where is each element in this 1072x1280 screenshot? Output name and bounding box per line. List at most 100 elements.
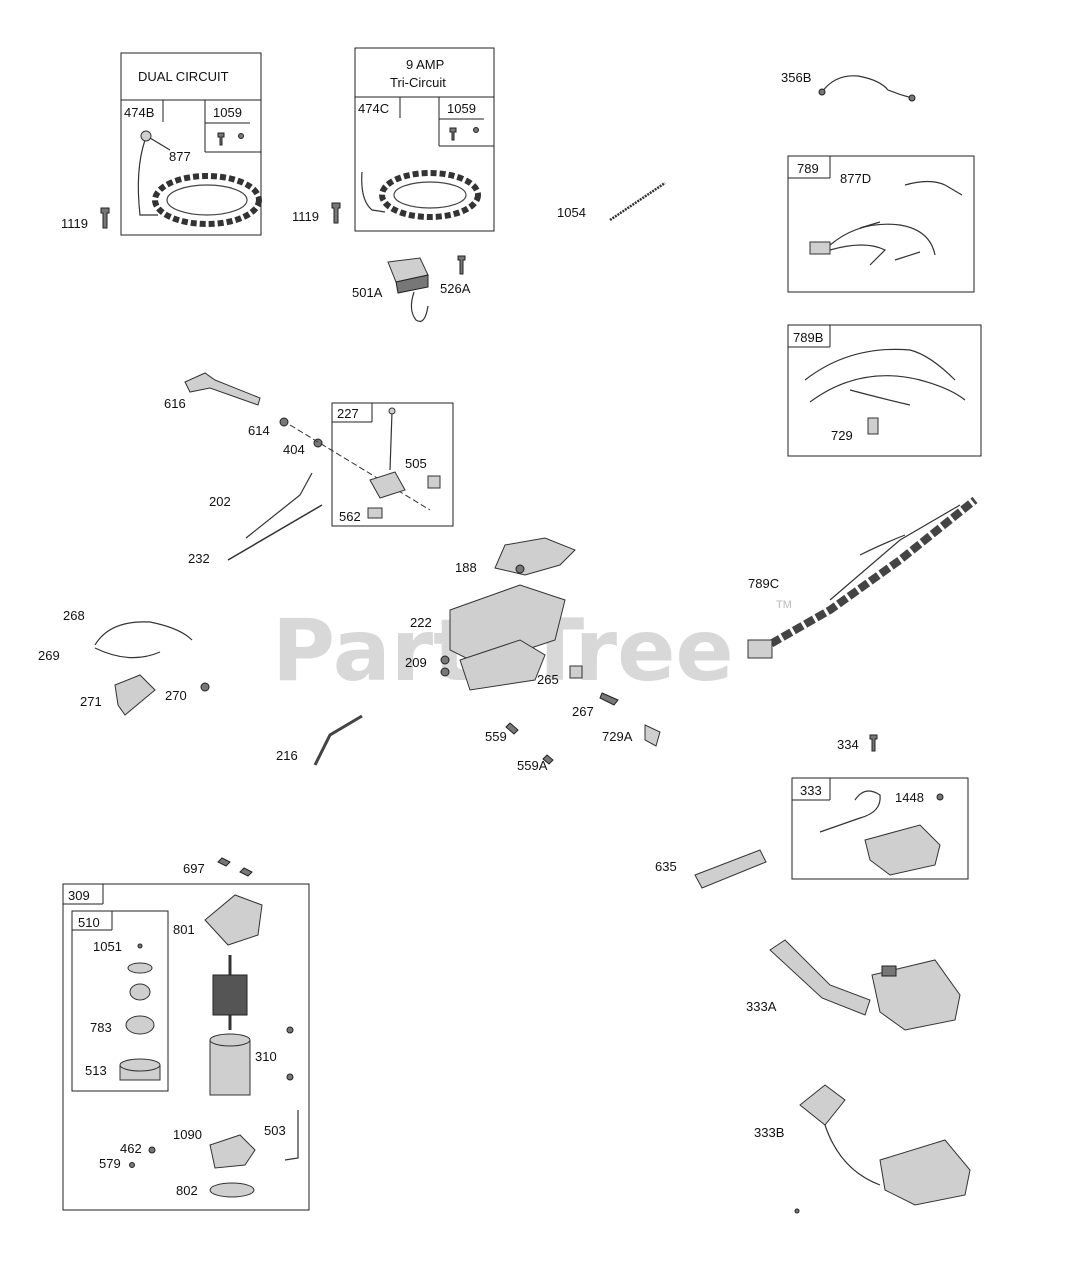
tag-227: 227	[337, 406, 359, 421]
label-1119-right: 1119	[292, 209, 319, 224]
screw-697-icon	[217, 857, 231, 867]
label-503: 503	[264, 1123, 286, 1138]
label-877: 877	[169, 149, 191, 164]
ignition-coil-kit-333-box[interactable]: 333 1448	[791, 777, 969, 880]
label-614: 614	[248, 423, 270, 438]
lever-kit-227-box[interactable]: 227 505 562	[331, 402, 454, 527]
label-267: 267	[572, 704, 594, 719]
screw-icon	[217, 132, 225, 146]
label-310: 310	[255, 1049, 277, 1064]
ignition-coil-333a[interactable]: 333A	[746, 939, 961, 1031]
rectifier-501a[interactable]: 501A	[352, 257, 429, 322]
tag-474c: 474C	[358, 101, 389, 116]
stator-lead-wire-icon	[361, 171, 386, 213]
washer-icon	[473, 127, 479, 133]
label-802: 802	[176, 1183, 198, 1198]
label-209: 209	[405, 655, 427, 670]
screw-267-icon	[599, 692, 619, 706]
label-729: 729	[831, 428, 853, 443]
washer-icon	[238, 133, 244, 139]
label-505: 505	[405, 456, 427, 471]
label-265: 265	[537, 672, 559, 687]
tag-510: 510	[78, 915, 100, 930]
stator-lead-wire-icon	[137, 139, 158, 216]
label-801: 801	[173, 922, 195, 937]
harness-kit-789-box[interactable]: 789 877D	[787, 155, 975, 293]
label-579: 579	[99, 1156, 121, 1171]
tag-1059-dual: 1059	[213, 105, 242, 120]
nut-265-icon	[569, 665, 583, 679]
label-334: 334	[837, 737, 859, 752]
label-404: 404	[283, 442, 305, 457]
screw-697-icon	[239, 867, 253, 877]
throttle-cable-268[interactable]: 268	[63, 608, 193, 659]
label-789c: 789C	[748, 576, 779, 591]
label-513: 513	[85, 1063, 107, 1078]
wire-tie-1054-icon	[609, 181, 666, 222]
link-rod-202-icon	[245, 472, 313, 539]
label-232: 232	[188, 551, 210, 566]
dual-circuit-kit-box[interactable]: DUAL CIRCUIT 474B 1059 877	[120, 52, 262, 236]
watermark-trademark: TM	[776, 599, 792, 611]
screw-559a-icon	[542, 754, 554, 765]
tag-333: 333	[800, 783, 822, 798]
screw-559-icon	[505, 722, 519, 735]
nut-270-icon	[200, 682, 210, 692]
label-783: 783	[90, 1020, 112, 1035]
harness-kit-789b-box[interactable]: 789B 729	[787, 324, 982, 457]
label-1054: 1054	[557, 205, 586, 220]
spring-216-icon	[313, 714, 363, 766]
clip-729a-icon	[644, 724, 661, 747]
label-559: 559	[485, 729, 507, 744]
alternator-stator-icon	[379, 170, 481, 220]
screw-icon	[449, 127, 457, 141]
screw-526a-icon	[457, 255, 466, 275]
control-lever-616[interactable]: 616	[164, 372, 261, 411]
tag-309: 309	[68, 888, 90, 903]
wire-356b[interactable]: 356B	[781, 70, 916, 102]
tag-789: 789	[797, 161, 819, 176]
tag-474b: 474B	[124, 105, 154, 120]
link-rod-232-icon	[227, 504, 323, 561]
alternator-stator-icon	[152, 173, 262, 227]
tri-circuit-title-line1: 9 AMP	[406, 57, 444, 72]
ignition-coil-333b[interactable]: 333B	[754, 1084, 971, 1214]
label-271: 271	[80, 694, 102, 709]
tri-circuit-kit-box[interactable]: 9 AMP Tri-Circuit 474C 1059	[354, 47, 495, 232]
label-635: 635	[655, 859, 677, 874]
label-697: 697	[183, 861, 205, 876]
label-562: 562	[339, 509, 361, 524]
label-729a: 729A	[602, 729, 633, 744]
wiring-harness-789c[interactable]: 789C	[747, 496, 978, 659]
label-1119-left: 1119	[61, 216, 88, 231]
cable-clamp-271-icon	[114, 674, 156, 716]
dual-circuit-title: DUAL CIRCUIT	[138, 69, 229, 84]
label-216: 216	[276, 748, 298, 763]
spark-plug-boot-635-icon	[694, 849, 767, 889]
label-1051: 1051	[93, 939, 122, 954]
tag-1059-tri: 1059	[447, 101, 476, 116]
label-222: 222	[410, 615, 432, 630]
starter-motor-kit-309-box[interactable]: 309 510 1051 783 513 801 310 503 1090 46…	[62, 883, 310, 1211]
tag-789b: 789B	[793, 330, 823, 345]
label-269: 269	[38, 648, 60, 663]
label-1448: 1448	[895, 790, 924, 805]
label-270: 270	[165, 688, 187, 703]
label-462: 462	[120, 1141, 142, 1156]
label-501a: 501A	[352, 285, 383, 300]
label-333a: 333A	[746, 999, 777, 1014]
label-616: 616	[164, 396, 186, 411]
label-1090: 1090	[173, 1127, 202, 1142]
assembly-leader-line	[289, 424, 431, 511]
label-333b: 333B	[754, 1125, 784, 1140]
label-202: 202	[209, 494, 231, 509]
spring-614-icon	[279, 417, 289, 427]
label-877d: 877D	[840, 171, 871, 186]
control-bracket-assembly[interactable]: 188 222 209	[405, 537, 576, 691]
label-188: 188	[455, 560, 477, 575]
label-356b: 356B	[781, 70, 811, 85]
screw-334-icon	[869, 734, 878, 752]
bolt-1119-icon	[331, 202, 341, 224]
label-268: 268	[63, 608, 85, 623]
